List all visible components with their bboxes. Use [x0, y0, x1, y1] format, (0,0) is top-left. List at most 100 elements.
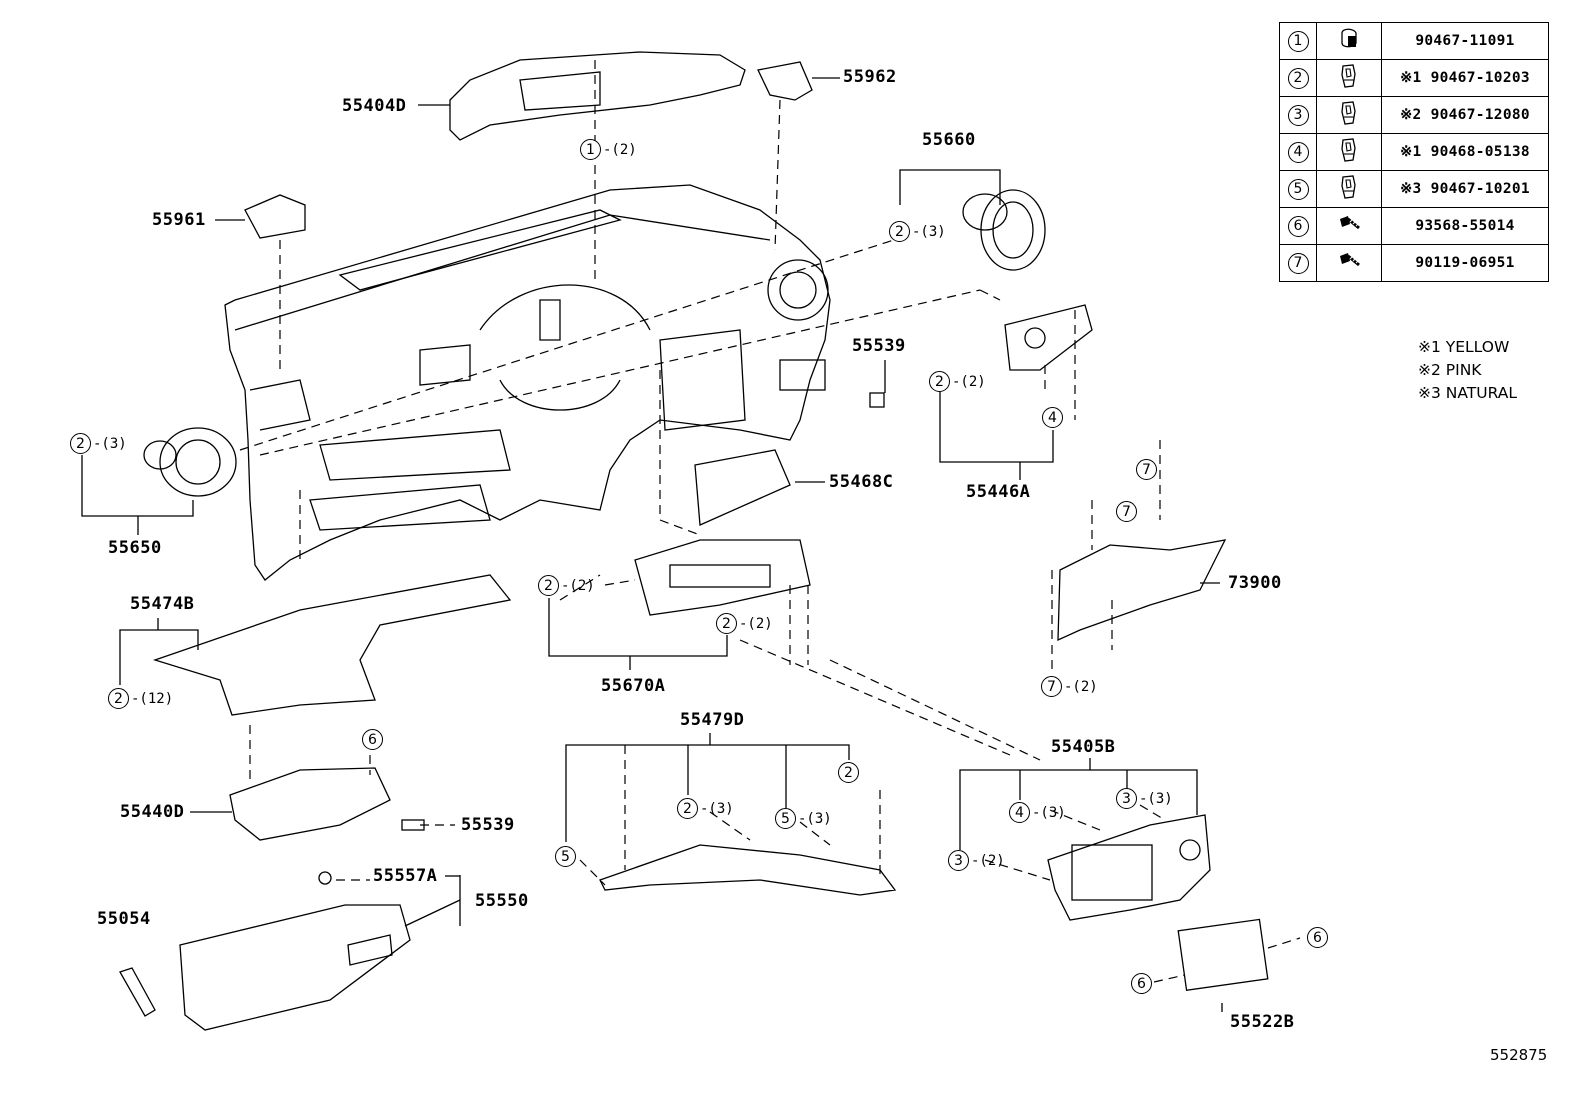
callout-quantity: -(3) [798, 810, 832, 827]
lower-cover-drawing [1057, 539, 1227, 642]
register-left-drawing [143, 427, 237, 497]
part-label-55670A: 55670A [601, 676, 666, 696]
callout-quantity: -(2) [561, 577, 595, 594]
legend-number: 5 [1279, 170, 1317, 208]
legend-row: 5 ※3 90467-10201 [1279, 170, 1549, 208]
legend-number: 2 [1279, 59, 1317, 97]
callout: 2-(3) [677, 798, 734, 819]
callout-number: 3 [948, 850, 969, 871]
callout-number: 2 [108, 688, 129, 709]
legend-number-circle: 1 [1287, 30, 1309, 52]
legend-part-number: ※3 90467-10201 [1381, 170, 1549, 208]
legend-part-number: ※1 90468-05138 [1381, 133, 1549, 171]
callout-number: 4 [1042, 407, 1063, 428]
callout-quantity: -(3) [912, 223, 946, 240]
part-label-55961: 55961 [152, 210, 206, 230]
pad-drawing [152, 574, 512, 716]
clip-icon [1316, 133, 1382, 171]
part-label-55660: 55660 [922, 130, 976, 150]
callout: 6 [1307, 927, 1330, 948]
glove-box-drawing [179, 904, 411, 1031]
callout-number: 2 [838, 762, 859, 783]
part-label-55550: 55550 [475, 891, 529, 911]
part-label-55557A: 55557A [373, 866, 438, 886]
push-clip-icon [1316, 22, 1382, 60]
callout: 6 [1131, 973, 1154, 994]
part-label-55468C: 55468C [829, 472, 894, 492]
callout-quantity: -(2) [971, 852, 1005, 869]
switch-panel-drawing [1004, 304, 1093, 371]
screw-icon [1316, 207, 1382, 245]
color-note: ※1 YELLOW [1418, 338, 1510, 356]
part-label-55446A: 55446A [966, 482, 1031, 502]
side-vent-right-drawing [757, 61, 813, 101]
callout-number: 4 [1009, 802, 1030, 823]
part-label-55479D: 55479D [680, 710, 745, 730]
callout-quantity: -(2) [603, 141, 637, 158]
callout: 2-(2) [538, 575, 595, 596]
legend-row: 2※1 90467-10203 [1279, 59, 1549, 97]
legend-number-circle: 3 [1287, 104, 1309, 126]
callout: 2-(12) [108, 688, 173, 709]
callout-quantity: -(2) [739, 615, 773, 632]
callout-number: 6 [1131, 973, 1152, 994]
part-label-55650: 55650 [108, 538, 162, 558]
instrument-panel-drawing [224, 184, 831, 581]
cup-holder-drawing [229, 767, 391, 841]
callout: 2-(3) [889, 221, 946, 242]
clip-icon [1316, 59, 1382, 97]
legend-number-circle: 7 [1287, 252, 1309, 274]
legend-number: 6 [1279, 207, 1317, 245]
legend-part-number: 93568-55014 [1381, 207, 1549, 245]
callout: 2-(2) [929, 371, 986, 392]
callout: 4-(3) [1009, 802, 1066, 823]
damper-drawing [119, 967, 156, 1017]
clip-icon [1316, 96, 1382, 134]
callout-number: 2 [538, 575, 559, 596]
callout-number: 6 [362, 729, 383, 750]
callout-quantity: -(3) [1139, 790, 1173, 807]
callout-number: 3 [1116, 788, 1137, 809]
legend-number-circle: 5 [1287, 178, 1309, 200]
callout-number: 2 [70, 433, 91, 454]
part-label-55522B: 55522B [1230, 1012, 1295, 1032]
callout: 6 [362, 729, 385, 750]
callout-number: 2 [677, 798, 698, 819]
callout-quantity: -(12) [131, 690, 174, 707]
callout: 2-(2) [716, 613, 773, 634]
callout-quantity: -(3) [700, 800, 734, 817]
callout: 3-(3) [1116, 788, 1173, 809]
legend-part-number: ※2 90467-12080 [1381, 96, 1549, 134]
part-label-55539-lower: 55539 [461, 815, 515, 835]
callout: 5 [555, 846, 578, 867]
lower-finish-drawing [599, 844, 897, 896]
callout: 3-(2) [948, 850, 1005, 871]
part-label-55054: 55054 [97, 909, 151, 929]
callout-number: 2 [929, 371, 950, 392]
part-label-55440D: 55440D [120, 802, 185, 822]
legend-number: 7 [1279, 244, 1317, 282]
callout: 2-(3) [70, 433, 127, 454]
legend-number: 3 [1279, 96, 1317, 134]
callout: 2 [838, 762, 861, 783]
callout: 4 [1042, 407, 1065, 428]
callout-number: 7 [1041, 676, 1062, 697]
center-cluster-drawing [1047, 814, 1211, 921]
part-label-55404D: 55404D [342, 96, 407, 116]
callout: 1-(2) [580, 139, 637, 160]
callout-number: 2 [889, 221, 910, 242]
lower-panel-drawing [694, 449, 791, 526]
callout-number: 7 [1136, 459, 1157, 480]
center-register-drawing [634, 539, 811, 616]
side-vent-left-drawing [244, 194, 306, 239]
legend-number: 4 [1279, 133, 1317, 171]
legend-number-circle: 6 [1287, 215, 1309, 237]
callout: 5-(3) [775, 808, 832, 829]
part-label-55539-upper: 55539 [852, 336, 906, 356]
callout-quantity: -(3) [1032, 804, 1066, 821]
figure-id: 552875 [1490, 1046, 1548, 1064]
